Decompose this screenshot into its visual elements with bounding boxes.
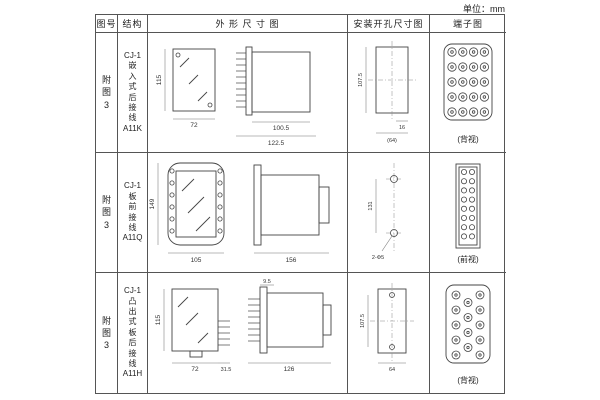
dim-cutout-small: 16 [398,125,404,131]
outline-svg-row1: 115 72 100.5 122.5 [156,46,316,147]
structure-label-row3: CJ-1 凸 出 式 板 后 接 线 A11H [118,273,148,393]
dim-total-length: 126 [283,366,294,373]
dim-height: 115 [155,314,162,325]
terminal-drawing-row1: (背视) [430,33,506,153]
side-view: 9.5 126 [247,279,331,373]
hole-spec-label: 2-Φ5 [371,255,383,261]
mounting-svg-row3: 107.5 64 [360,283,414,373]
outline-svg-row2: 149 105 156 [149,162,329,264]
col-header-structure: 结构 [118,15,148,33]
fig-label-row1: 附 图 3 [96,33,118,153]
dim-body-length: 100.5 [272,125,289,132]
spec-table: 图号 结构 外 形 尺 寸 图 安装开孔尺寸图 端子图 附 图 3 CJ-1 嵌… [95,14,506,394]
terminal-caption-row2: (前视) [457,255,479,264]
outline-drawing-row3: 115 72 31.5 9.5 126 [148,273,348,393]
col-header-fig: 图号 [96,15,118,33]
structure-label-row2: CJ-1 板 前 接 线 A11Q [118,153,148,273]
dim-total-length: 156 [285,257,296,264]
mounting-drawing-row1: 107.5 16 (64) [348,33,430,153]
fig-label-row3: 附 图 3 [96,273,118,393]
dim-cutout-height: 107.5 [358,73,364,87]
mounting-svg-row2: 131 2-Φ5 [368,162,402,261]
outline-drawing-row1: 115 72 100.5 122.5 [148,33,348,153]
dim-height: 115 [156,74,163,85]
dim-pin-width: 31.5 [220,367,231,373]
mounting-drawing-row3: 107.5 64 [348,273,430,393]
side-view: 156 [253,164,329,264]
mounting-drawing-row2: 131 2-Φ5 [348,153,430,273]
structure-label-row1: CJ-1 嵌 入 式 后 接 线 A11K [118,33,148,153]
unit-label: 单位：mm [463,4,505,14]
dim-width: 105 [190,257,201,264]
terminal-svg-row2 [455,163,481,249]
dim-height: 149 [149,198,156,209]
dim-hole-spacing: 131 [368,201,374,210]
side-view: 100.5 122.5 [235,46,316,147]
col-header-terminal: 端子图 [430,15,506,33]
terminal-caption-row1: (背视) [457,135,479,144]
dim-cutout-width: 64 [388,367,394,373]
terminal-caption-row3: (背视) [457,375,479,385]
front-view: 115 72 31.5 [155,288,231,373]
outline-drawing-row2: 149 105 156 [148,153,348,273]
terminal-drawing-row2: (前视) [430,153,506,273]
mounting-svg-row1: 107.5 16 (64) [358,40,416,144]
dim-total-length: 122.5 [267,140,284,147]
terminal-svg-row1 [443,43,493,121]
dim-width: 72 [190,122,198,129]
dim-flange-offset: 9.5 [263,279,271,285]
fig-label-row2: 附 图 3 [96,153,118,273]
front-view: 149 105 [149,162,224,264]
outline-svg-row3: 115 72 31.5 9.5 126 [155,279,331,373]
terminal-drawing-row3: (背视) [430,273,506,393]
front-view: 115 72 [156,48,215,129]
col-header-outline: 外 形 尺 寸 图 [148,15,348,33]
dim-cutout-width: (64) [387,138,397,144]
col-header-mounting: 安装开孔尺寸图 [348,15,430,33]
dim-hole-spacing: 107.5 [360,314,366,328]
dim-width: 72 [191,366,199,373]
terminal-svg-row3 [445,284,491,363]
